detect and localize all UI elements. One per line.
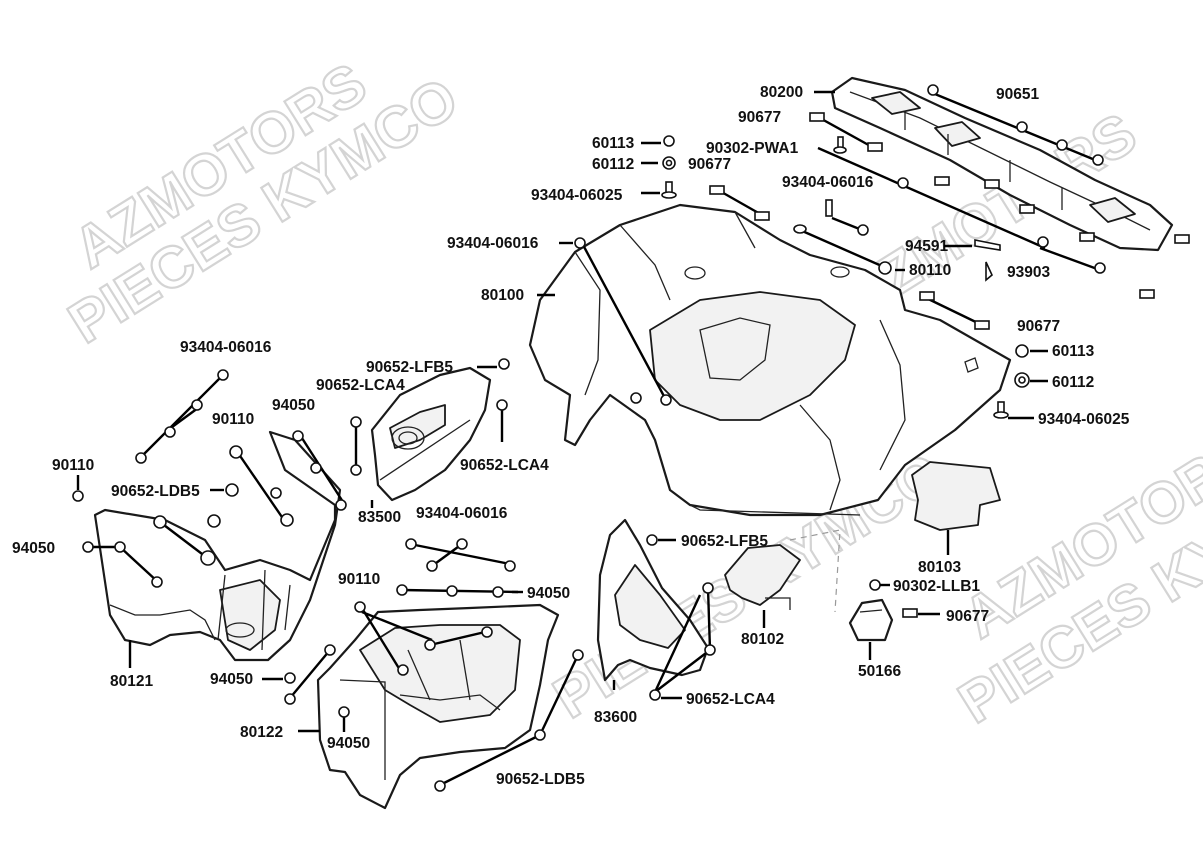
label-90110-c: 90110 — [338, 571, 380, 588]
label-90110-a: 90110 — [212, 411, 254, 428]
label-83600: 83600 — [594, 709, 637, 726]
label-90302-pwa1: 90302-PWA1 — [706, 140, 799, 157]
side-cover-83600 — [596, 518, 710, 682]
label-94050-a: 94050 — [272, 397, 315, 414]
label-93404-06025-a: 93404-06025 — [531, 187, 623, 204]
label-94591: 94591 — [905, 238, 948, 255]
label-90302-llb1: 90302-LLB1 — [893, 578, 980, 595]
panel-80103 — [911, 461, 1001, 531]
label-90652-lfb5-b: 90652-LFB5 — [681, 533, 768, 550]
part-labels: 80200 90651 90677 60113 90302-PWA1 60112… — [12, 84, 1130, 788]
label-80102: 80102 — [741, 631, 784, 648]
label-90677-bottom: 90677 — [946, 608, 989, 625]
label-93903: 93903 — [1007, 264, 1050, 281]
fasteners — [72, 84, 1190, 792]
bracket-50166 — [848, 598, 894, 642]
label-90677-right: 90677 — [1017, 318, 1060, 335]
label-60113-right: 60113 — [1052, 343, 1095, 360]
panel-80102 — [724, 529, 841, 613]
label-90677-top: 90677 — [738, 109, 781, 126]
label-94050-e: 94050 — [327, 735, 370, 752]
label-90652-lca4-b: 90652-LCA4 — [460, 457, 549, 474]
label-93404-06016-b: 93404-06016 — [447, 235, 539, 252]
label-50166: 50166 — [858, 663, 901, 680]
label-80122: 80122 — [240, 724, 283, 741]
label-60113-top: 60113 — [592, 135, 635, 152]
label-80121: 80121 — [110, 673, 153, 690]
label-83500: 83500 — [358, 509, 401, 526]
label-93404-06016-a: 93404-06016 — [782, 174, 874, 191]
label-60112-right: 60112 — [1052, 374, 1094, 391]
label-90651: 90651 — [996, 86, 1039, 103]
label-80100: 80100 — [481, 287, 524, 304]
label-dashes — [76, 141, 1048, 733]
label-80110: 80110 — [909, 262, 951, 279]
label-90652-lca4-a: 90652-LCA4 — [316, 377, 405, 394]
label-94050-c: 94050 — [527, 585, 570, 602]
label-90110-b: 90110 — [52, 457, 94, 474]
label-60112-top: 60112 — [592, 156, 634, 173]
label-93404-06016-c: 93404-06016 — [180, 339, 272, 356]
label-80200: 80200 — [760, 84, 803, 101]
label-90652-ldb5-b: 90652-LDB5 — [496, 771, 585, 788]
rear-rack-80200 — [830, 76, 1174, 252]
label-94050-b: 94050 — [12, 540, 55, 557]
air-duct-83500 — [370, 366, 492, 502]
rear-fender-80100 — [528, 203, 1012, 517]
label-90652-lfb5-a: 90652-LFB5 — [366, 359, 453, 376]
label-93404-06016-d: 93404-06016 — [416, 505, 508, 522]
label-90652-ldb5-a: 90652-LDB5 — [111, 483, 200, 500]
label-93404-06025-b: 93404-06025 — [1038, 411, 1130, 428]
label-90677-mid: 90677 — [688, 156, 731, 173]
label-94050-d: 94050 — [210, 671, 253, 688]
label-90652-lca4-c: 90652-LCA4 — [686, 691, 775, 708]
label-80103: 80103 — [918, 559, 961, 576]
front-fender-right-80122 — [316, 603, 560, 810]
